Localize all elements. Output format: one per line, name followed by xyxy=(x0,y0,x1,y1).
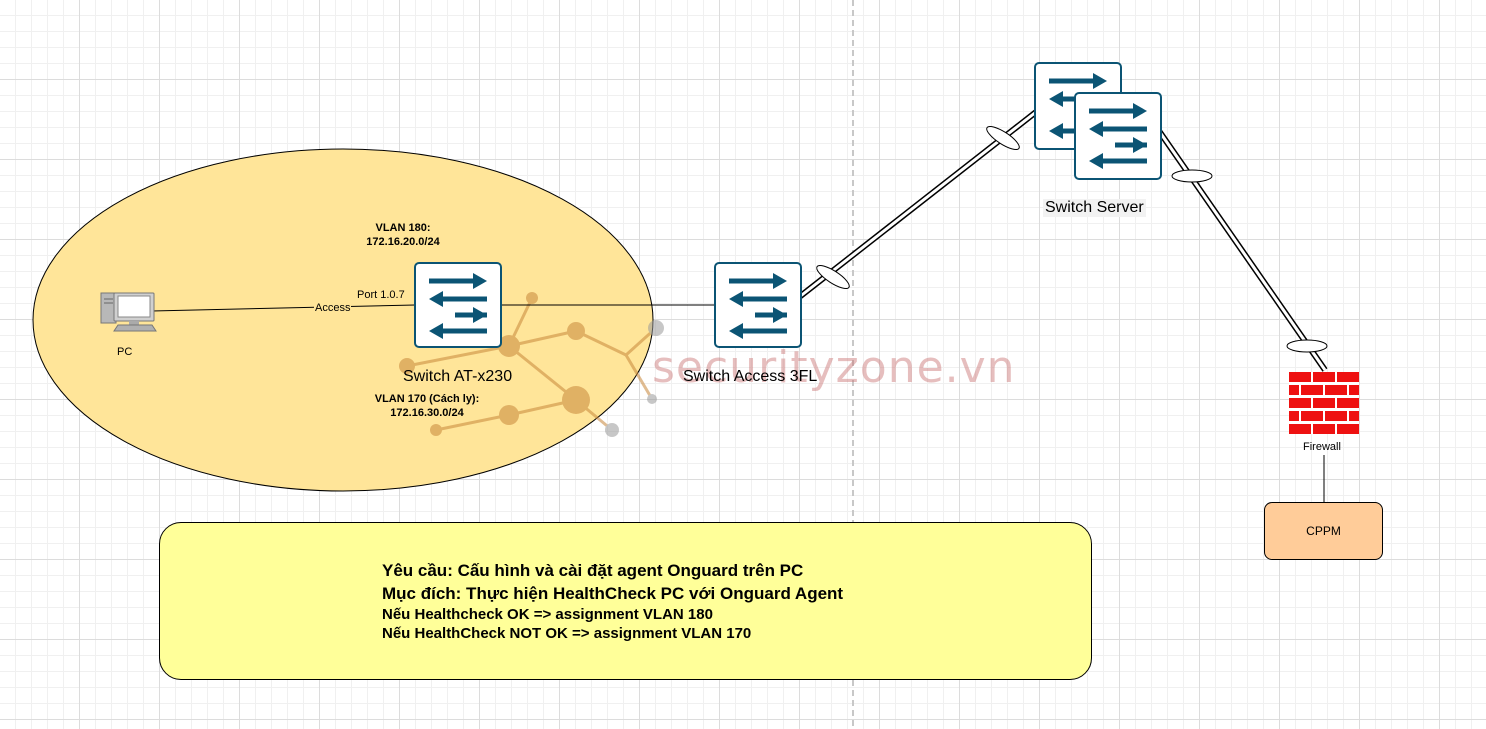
switch-server-front-icon[interactable] xyxy=(1074,92,1162,180)
switch-access-label: Switch Access 3FL xyxy=(683,368,818,385)
port-label: Port 1.0.7 xyxy=(357,289,405,301)
access-server-link xyxy=(796,109,1038,301)
requirement-note: Yêu cầu: Cấu hình và cài đặt agent Ongua… xyxy=(159,522,1092,680)
firewall-label: Firewall xyxy=(1303,441,1341,453)
note-line-4: Nếu HealthCheck NOT OK => assignment VLA… xyxy=(382,625,752,642)
vlan180-subnet: 172.16.20.0/24 xyxy=(366,236,440,248)
cppm-box[interactable]: CPPM xyxy=(1264,502,1383,560)
vlan170-subnet: 172.16.30.0/24 xyxy=(390,407,464,419)
note-line-1: Yêu cầu: Cấu hình và cài đặt agent Ongua… xyxy=(382,561,804,580)
pc-icon xyxy=(100,292,157,332)
vlan-zone-ellipse xyxy=(32,148,654,492)
vlan170-title: VLAN 170 (Cách ly): xyxy=(374,393,480,405)
firewall-icon[interactable] xyxy=(1289,372,1359,434)
note-line-2: Mục đích: Thực hiện HealthCheck PC với O… xyxy=(382,584,844,603)
cppm-label: CPPM xyxy=(1306,524,1341,538)
access-link-label: Access xyxy=(314,302,352,314)
watermark-text: securityzone.vn xyxy=(652,342,1016,393)
pc-switch-link xyxy=(151,304,416,312)
switch-atx230-label: Switch AT-x230 xyxy=(403,368,513,385)
switch-server-label: Switch Server xyxy=(1043,199,1146,217)
switch-access-3fl-icon[interactable] xyxy=(714,262,802,348)
switch-atx230-icon[interactable] xyxy=(414,262,502,348)
note-line-3: Nếu Healthcheck OK => assignment VLAN 18… xyxy=(382,606,713,623)
pc-label: PC xyxy=(117,346,133,358)
server-firewall-link xyxy=(1154,126,1328,372)
vlan180-title: VLAN 180: xyxy=(375,222,431,234)
